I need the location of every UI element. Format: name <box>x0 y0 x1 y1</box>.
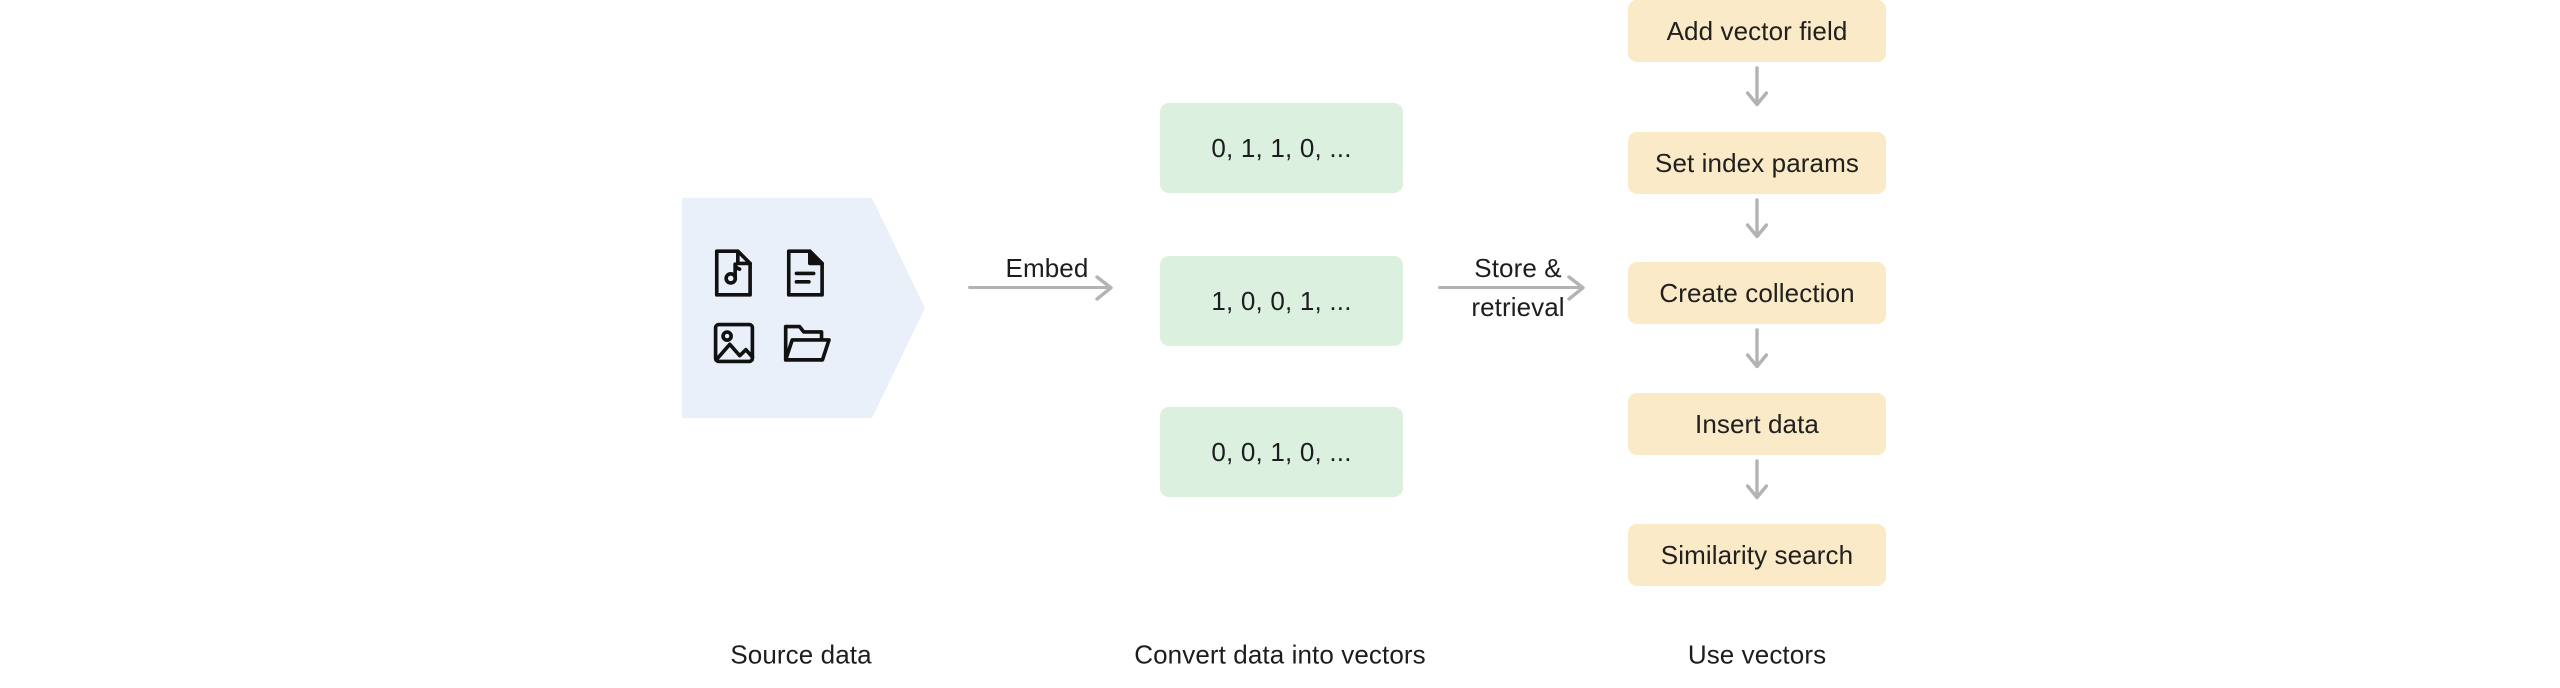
image-file-icon <box>700 310 768 376</box>
folder-icon <box>772 310 840 376</box>
step-down-arrow <box>1744 459 1770 505</box>
embed-arrow: Embed <box>968 253 1126 318</box>
embed-arrow-line <box>968 286 1108 289</box>
vector-value: 0, 0, 1, 0, ... <box>1211 436 1352 467</box>
store-arrow-label-below: retrieval <box>1471 292 1565 322</box>
vector-box: 0, 0, 1, 0, ... <box>1160 407 1403 497</box>
vector-box: 0, 1, 1, 0, ... <box>1160 103 1403 193</box>
store-retrieval-arrow: Store & retrieval <box>1438 253 1598 322</box>
vector-box: 1, 0, 0, 1, ... <box>1160 256 1403 346</box>
step-label: Similarity search <box>1660 539 1854 570</box>
step-label: Create collection <box>1659 277 1855 308</box>
text-document-icon <box>772 240 840 306</box>
step-box-similarity-search[interactable]: Similarity search <box>1628 524 1886 586</box>
caption-source-data: Source data <box>730 639 872 670</box>
step-box-add-vector-field[interactable]: Add vector field <box>1628 0 1886 62</box>
step-label: Set index params <box>1655 147 1859 178</box>
step-label: Add vector field <box>1666 15 1848 46</box>
step-down-arrow <box>1744 66 1770 112</box>
vector-value: 1, 0, 0, 1, ... <box>1211 285 1352 316</box>
store-arrow-line <box>1438 286 1580 289</box>
store-arrow-label-above: Store & <box>1474 253 1562 284</box>
step-box-insert-data[interactable]: Insert data <box>1628 393 1886 455</box>
step-down-arrow <box>1744 198 1770 244</box>
vector-value: 0, 1, 1, 0, ... <box>1211 132 1352 163</box>
caption-convert-data: Convert data into vectors <box>1134 639 1426 670</box>
step-box-create-collection[interactable]: Create collection <box>1628 262 1886 324</box>
step-label: Insert data <box>1695 408 1819 439</box>
caption-use-vectors: Use vectors <box>1687 639 1827 670</box>
step-box-set-index-params[interactable]: Set index params <box>1628 132 1886 194</box>
music-file-icon <box>700 240 768 306</box>
embed-arrow-label: Embed <box>1005 253 1089 284</box>
source-icon-grid <box>700 240 840 375</box>
step-down-arrow <box>1744 328 1770 374</box>
